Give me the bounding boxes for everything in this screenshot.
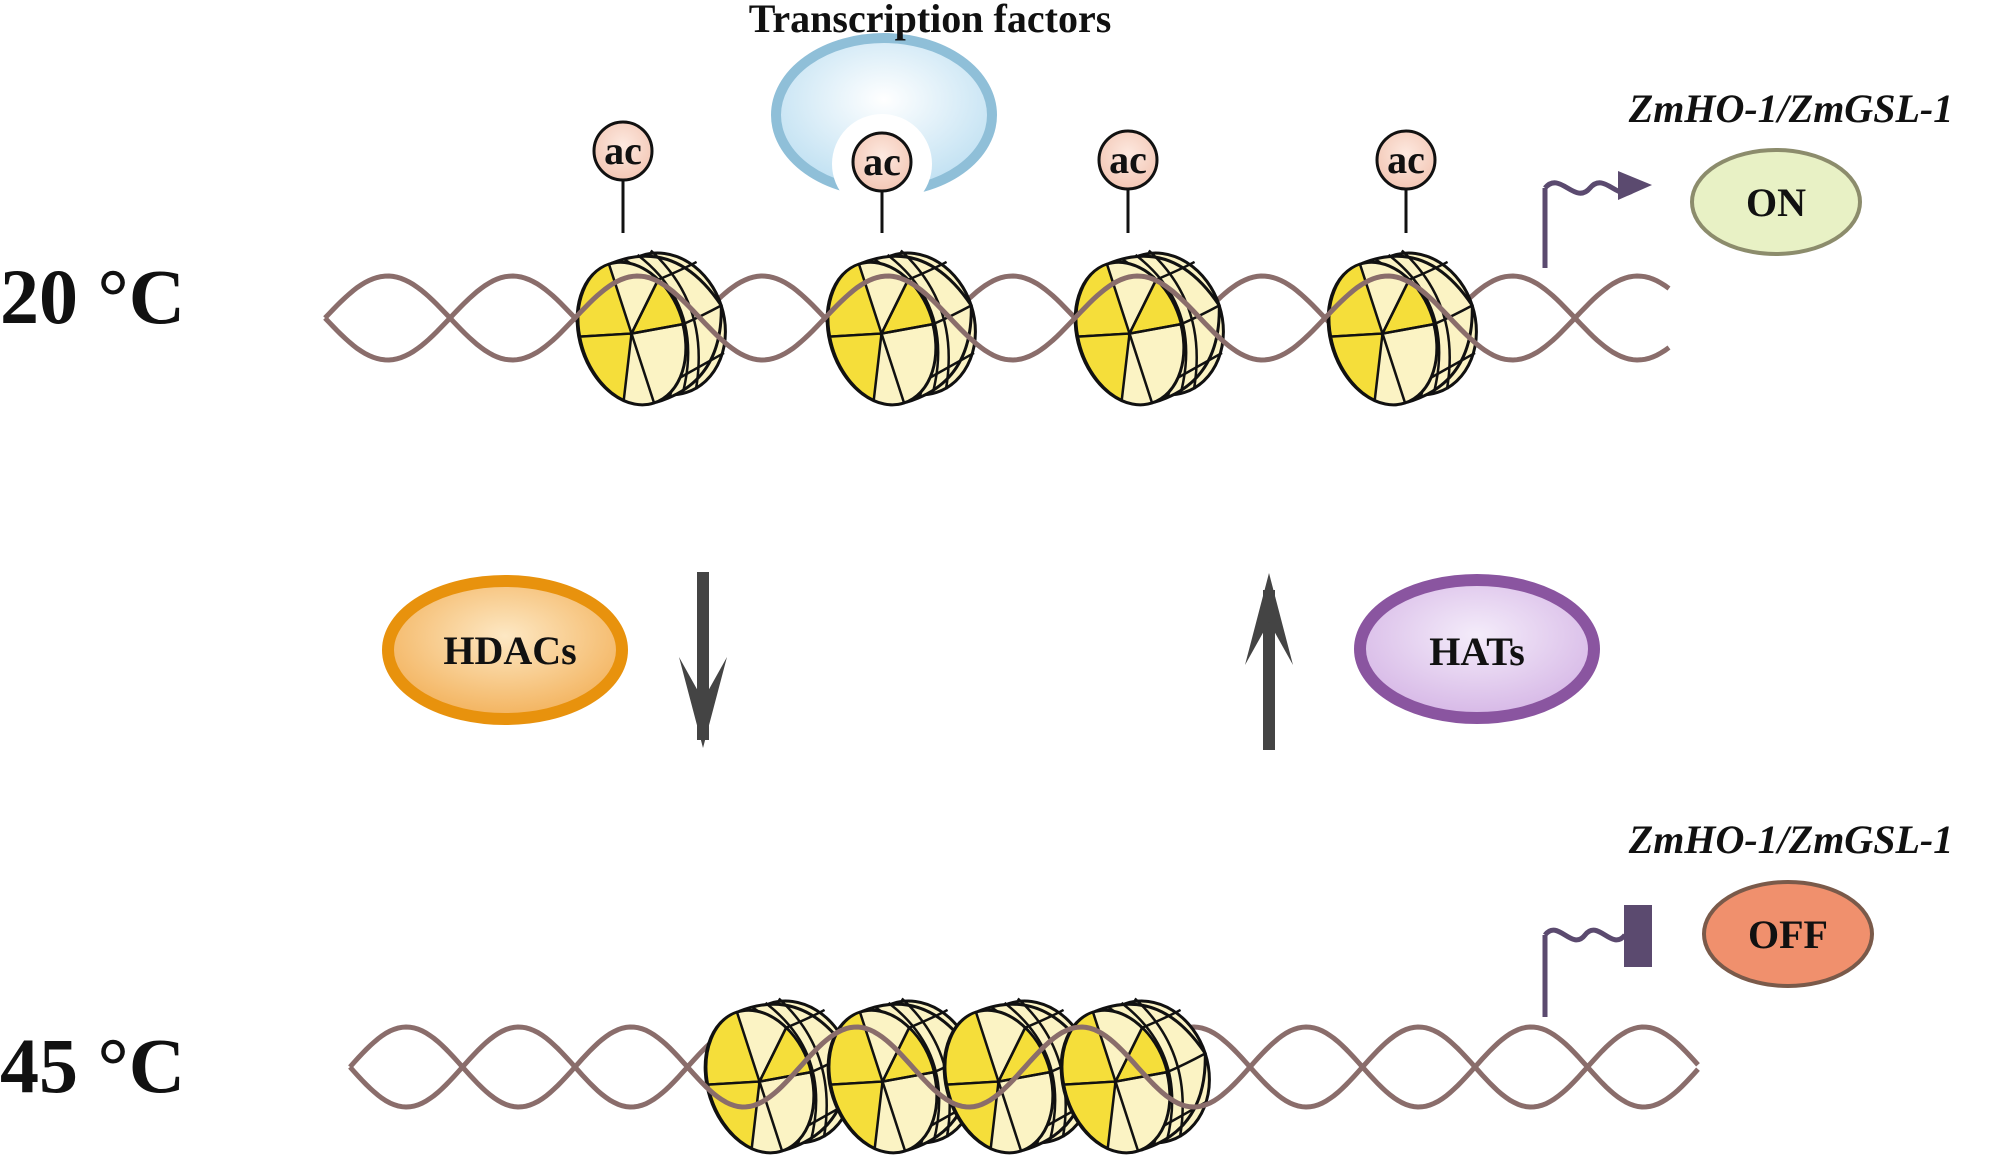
temperature-label-top: 20 °C — [0, 253, 185, 340]
gene-name-top: ZmHO-1/ZmGSL-1 — [1628, 86, 1953, 131]
hats-enzyme: HATs — [1354, 574, 1600, 724]
dna-front-strand-bottom — [348, 1024, 1700, 1110]
nucleosome — [942, 997, 1094, 1155]
nucleosome-group-top — [575, 249, 1478, 407]
hdacs-label: HDACs — [443, 628, 576, 673]
off-label: OFF — [1748, 912, 1828, 957]
acetyl-label: ac — [1109, 137, 1147, 182]
nucleosome — [825, 249, 977, 407]
acetyl-group: ac — [851, 131, 913, 233]
hdacs-enzyme: HDACs — [382, 575, 628, 725]
up-arrow — [1245, 573, 1293, 750]
nucleosome — [1059, 997, 1211, 1155]
nucleosome — [1326, 249, 1478, 407]
acetyl-label: ac — [604, 128, 642, 173]
down-arrow — [679, 572, 727, 748]
acetyl-group: ac — [592, 120, 654, 233]
hats-label: HATs — [1429, 629, 1525, 674]
acetyl-group: ac — [1097, 129, 1159, 233]
acetyl-label: ac — [863, 139, 901, 184]
off-badge: OFF — [1702, 880, 1874, 988]
dna-strand-b — [348, 1024, 1700, 1110]
condensed-chromatin-row: ZmHO-1/ZmGSL-1 OFF 45 °C — [0, 817, 1953, 1155]
enzyme-transition: HDACs HATs — [382, 572, 1600, 750]
temperature-label-bottom: 45 °C — [0, 1022, 185, 1109]
on-label: ON — [1746, 180, 1806, 225]
promoter-active-arrow — [1542, 171, 1652, 268]
dna-front-strand-top — [323, 273, 1671, 363]
open-chromatin-row: Transcription factors ac ac ac ac ZmHO-1/Zm… — [0, 0, 1953, 407]
nucleosome — [1073, 249, 1225, 407]
on-badge: ON — [1690, 148, 1862, 256]
acetyl-group-set: ac ac ac ac — [592, 120, 1437, 233]
transcription-factors-label: Transcription factors — [749, 0, 1112, 41]
gene-name-bottom: ZmHO-1/ZmGSL-1 — [1628, 817, 1953, 862]
nucleosome — [575, 249, 727, 407]
acetyl-label: ac — [1387, 137, 1425, 182]
dna-strand-b — [323, 273, 1671, 363]
promoter-blocked-symbol — [1542, 905, 1652, 1017]
acetyl-group: ac — [1375, 129, 1437, 233]
